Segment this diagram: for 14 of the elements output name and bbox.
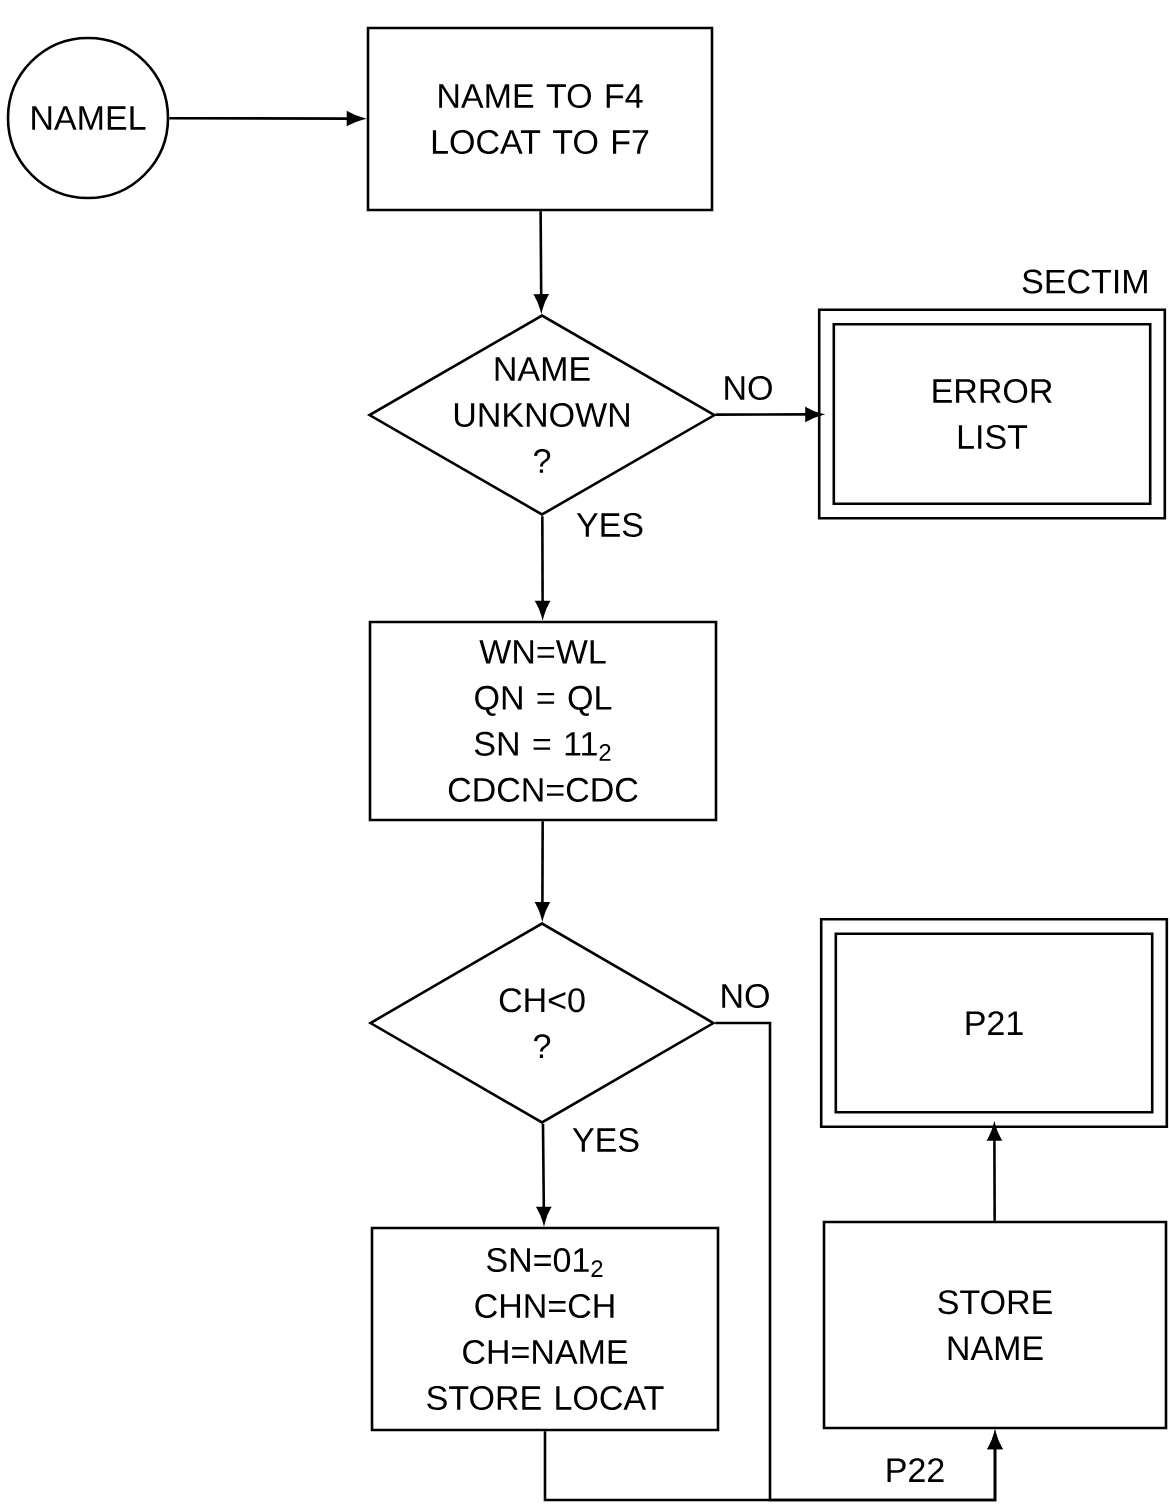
edge-label: P22 bbox=[887, 1458, 944, 1482]
subroutine-box: P21 bbox=[819, 917, 1169, 1129]
process-box: WN=WL QN = QL SN = 11$_{2}$ CDCN=CDC bbox=[368, 620, 718, 822]
arrow bbox=[535, 821, 550, 919]
node-label: SECTIM bbox=[1022, 269, 1147, 294]
process-box: SN=01$_{2}$ CHN=CH CH=NAME STORE LOCAT bbox=[370, 1226, 720, 1432]
process-box: NAME TO F4 LOCAT TO F7 bbox=[366, 26, 714, 212]
arrow bbox=[534, 211, 549, 311]
edge-label: YES bbox=[572, 1127, 639, 1153]
subroutine-box: SECTIM ERROR LIST bbox=[817, 269, 1167, 520]
edge-label: NO bbox=[725, 375, 772, 401]
process-box: STORE NAME bbox=[822, 1220, 1168, 1430]
arrow bbox=[543, 1431, 1002, 1502]
edge-label: NO bbox=[722, 983, 769, 1009]
